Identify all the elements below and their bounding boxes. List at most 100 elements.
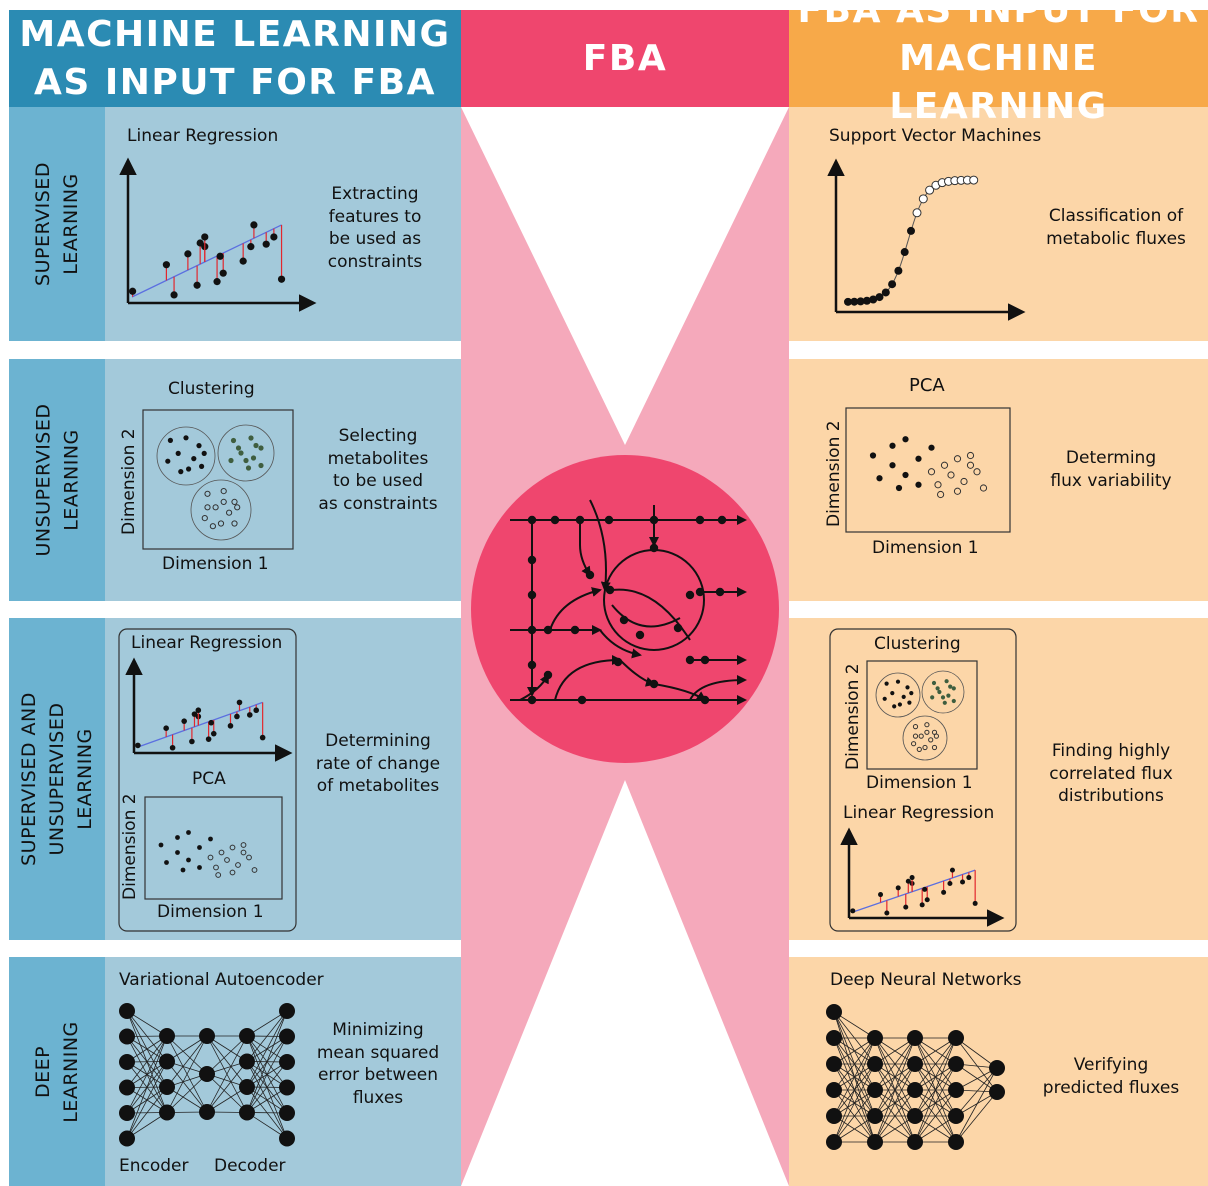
pca-point xyxy=(915,455,922,462)
header-right-line-2: MACHINE LEARNING xyxy=(889,37,1108,127)
connection xyxy=(833,1037,876,1065)
connection xyxy=(126,1035,168,1139)
metabolite-node xyxy=(649,543,659,553)
method-title-pca: PCA xyxy=(192,769,226,789)
data-point xyxy=(253,707,260,714)
cluster-point xyxy=(231,520,238,527)
description-line: predicted fluxes xyxy=(1042,1077,1180,1098)
pca-point xyxy=(175,835,180,840)
pca-point xyxy=(947,471,955,479)
connection xyxy=(914,1115,957,1143)
connection xyxy=(914,1037,957,1065)
header-fba: FBA xyxy=(461,10,789,107)
pca-point xyxy=(979,484,988,492)
connection xyxy=(246,1010,288,1062)
metabolite-node xyxy=(527,515,537,525)
pca-point xyxy=(158,842,164,848)
description-line: constraints xyxy=(327,251,423,272)
cluster-point xyxy=(940,695,946,700)
pca-point xyxy=(973,468,981,476)
description-line: rate of change xyxy=(315,753,441,774)
metabolite-node xyxy=(717,515,727,525)
data-point xyxy=(903,904,909,910)
cluster-point xyxy=(942,700,947,705)
data-point xyxy=(216,252,224,260)
combined-plots xyxy=(118,628,297,932)
connection xyxy=(126,1035,168,1114)
cluster-point xyxy=(924,722,930,728)
plot-group-frame xyxy=(118,628,297,932)
description-line: Selecting xyxy=(338,426,418,446)
data-point xyxy=(246,712,253,718)
pca-point xyxy=(224,857,230,863)
cluster-point xyxy=(204,504,211,511)
metabolite-node xyxy=(649,515,659,525)
class-0-point xyxy=(894,266,903,275)
cluster-point xyxy=(230,437,237,444)
metabolite-node xyxy=(649,679,659,689)
cluster-boundary xyxy=(902,715,948,761)
class-1-point xyxy=(969,175,979,185)
method-title-linear-regression: Linear Regression xyxy=(127,126,279,146)
cluster-point xyxy=(918,733,924,739)
cluster-point xyxy=(220,498,227,505)
cluster-point xyxy=(935,686,940,691)
neuron xyxy=(119,1079,135,1096)
pca-point xyxy=(953,455,962,463)
cluster-point xyxy=(924,729,930,735)
description-line: distributions xyxy=(1058,786,1164,806)
connection xyxy=(833,1063,876,1143)
metabolite-node xyxy=(550,515,560,525)
data-point xyxy=(247,243,255,251)
cluster-point xyxy=(951,686,956,691)
neuron xyxy=(119,1028,135,1045)
connection xyxy=(206,1073,248,1113)
connection xyxy=(206,1061,248,1113)
pca-point xyxy=(960,477,968,486)
cluster-point xyxy=(204,490,211,497)
cluster-point xyxy=(909,691,914,696)
fba-network-circle xyxy=(471,455,779,763)
data-point xyxy=(208,719,214,726)
metabolite-node xyxy=(715,587,725,597)
cluster-point xyxy=(191,456,197,462)
data-point xyxy=(949,867,955,873)
header-center-title: FBA xyxy=(582,37,668,79)
header-right-line-1: FBA AS INPUT FOR xyxy=(797,0,1200,31)
class-0-point xyxy=(900,248,909,257)
axis-label-dimension-1: Dimension 1 xyxy=(162,554,269,574)
pca-point xyxy=(207,854,214,861)
combined-plots xyxy=(829,628,1017,932)
neuron xyxy=(279,1130,295,1147)
cluster-point xyxy=(253,442,259,449)
metabolite-node xyxy=(543,670,553,680)
data-point xyxy=(163,725,169,732)
cluster-point xyxy=(930,695,935,700)
cluster-point xyxy=(922,744,928,751)
pca-point xyxy=(902,471,909,479)
cluster-point xyxy=(901,694,906,700)
connection xyxy=(833,1037,876,1143)
cluster-boundary xyxy=(156,426,216,486)
data-point xyxy=(193,281,201,289)
neuron xyxy=(867,1134,883,1150)
neuron xyxy=(867,1056,883,1072)
neuron xyxy=(826,1004,842,1020)
cluster-point xyxy=(944,679,949,684)
cluster-point xyxy=(245,465,252,471)
data-point xyxy=(219,269,227,277)
connection xyxy=(955,1037,998,1069)
data-point xyxy=(236,699,243,706)
autoencoder-network xyxy=(119,1003,295,1147)
pca-point xyxy=(902,436,909,443)
class-0-point xyxy=(907,226,915,235)
regression-line xyxy=(852,869,976,913)
cluster-point xyxy=(226,509,233,516)
neuron xyxy=(119,1054,135,1070)
connection xyxy=(206,1035,248,1075)
description-line: Classification of xyxy=(1048,206,1184,226)
neuron xyxy=(948,1030,964,1046)
